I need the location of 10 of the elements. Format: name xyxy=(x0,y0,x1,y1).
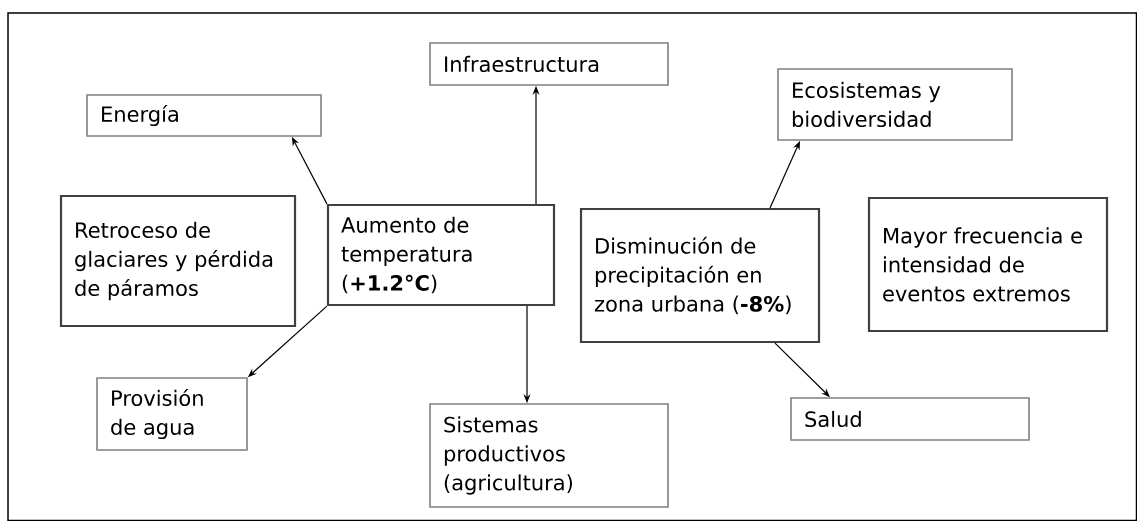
text-box: Aumento de temperatura (+1.2°C) xyxy=(326,203,556,307)
text-box: Salud xyxy=(790,397,1030,441)
text-box: Mayor frecuencia e intensidad de eventos extremos xyxy=(867,196,1109,333)
text-box: Provisión de agua xyxy=(96,377,248,451)
text-box: Retroceso de glaciares y pérdida de páramos xyxy=(59,194,297,328)
text-box: Sistemas productivos (agricultura) xyxy=(429,403,669,508)
text-box: Energía xyxy=(86,94,322,137)
text-box: Infraestructura xyxy=(429,42,669,86)
text-box: Disminución de precipitación en zona urbana (-8%) xyxy=(579,207,821,344)
text-box: Ecosistemas y biodiversidad xyxy=(777,68,1013,141)
